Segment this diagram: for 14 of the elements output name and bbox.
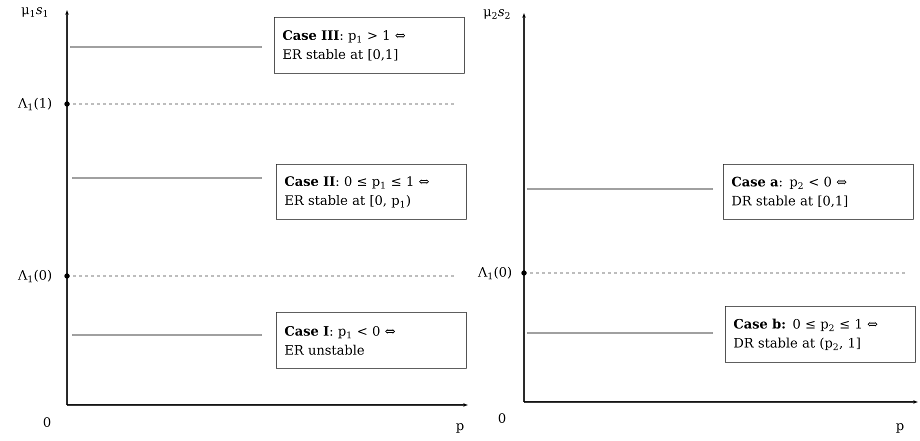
axis-label: Λ$_{1}$(0) [16,268,54,284]
case-box: Case I: p$_{1}$ < 0 ⇔ ER unstable [276,312,467,369]
case-box: Case III: p$_{1}$ > 1 ⇔ ER stable at [0,1] [274,17,465,74]
case-box: Case II: 0 ≤ p$_{1}$ ≤ 1 ⇔ ER stable at [0, p$_{1}$) [276,164,467,220]
axis-label: 0 [496,412,508,424]
case-box: Case a: p$_{2}$ < 0 ⇔ DR stable at [0,1] [723,164,914,220]
case-box: Case b: 0 ≤ p$_{2}$ ≤ 1 ⇔ DR stable at (p$_{2}$, 1] [725,306,916,363]
axis-label: 0 [42,416,52,428]
axis-label: p [894,422,906,434]
axis-label: Λ$_{1}$(1) [16,96,54,112]
axis-label: μ$_{2}$s$_{2}$ [482,8,512,20]
axis-label: μ$_{1}$s$_{1}$ [20,6,50,18]
axis-label: p [454,422,466,434]
axis-label: Λ$_{1}$(0) [476,266,514,280]
